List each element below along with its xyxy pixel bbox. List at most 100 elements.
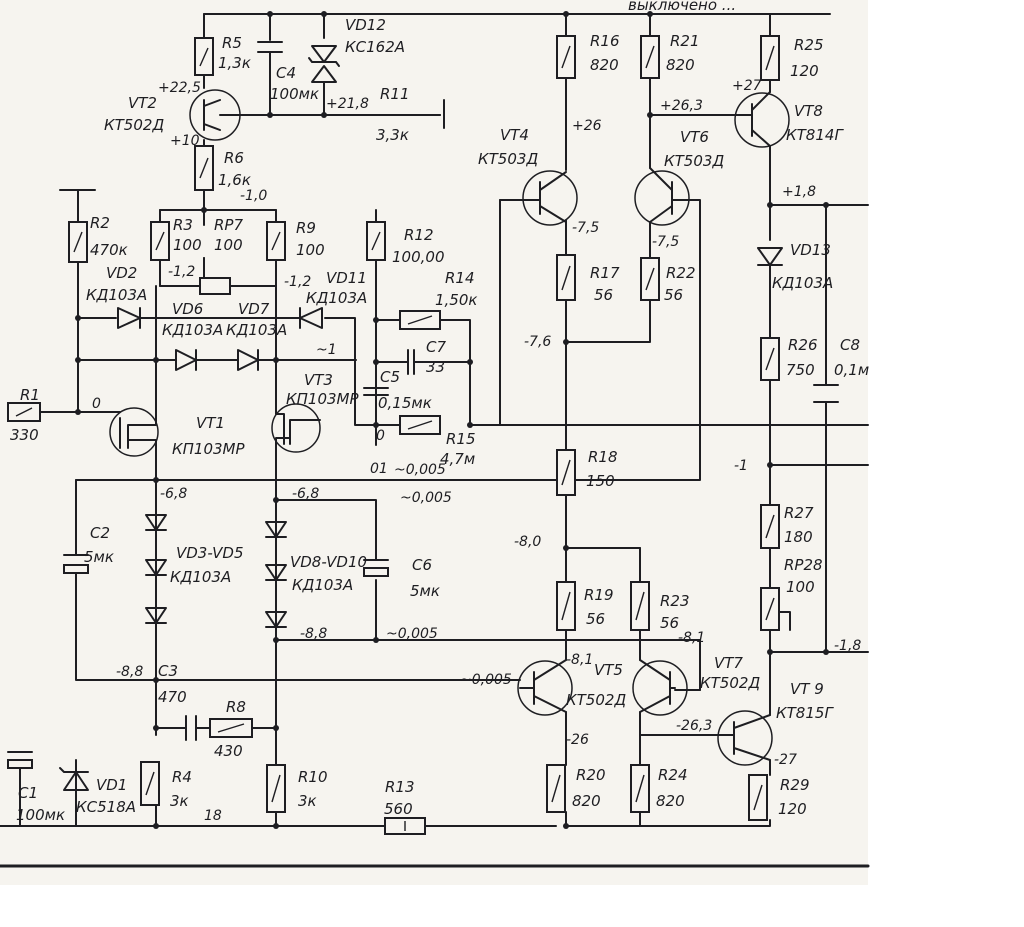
capacitor-c5: [363, 387, 389, 396]
label-c8-ref: C8: [840, 336, 860, 354]
label-vt5-ref: VT5: [594, 661, 623, 679]
volt-218: +21,8: [326, 96, 369, 112]
volt-0005d: ~0,005: [460, 672, 512, 688]
label-c6-val: 5мк: [410, 582, 440, 600]
label-vd8-10-val: КД103А: [292, 576, 353, 594]
label-vt2-val: КТ502Д: [104, 116, 164, 134]
label-c7-val: 33: [426, 358, 445, 376]
label-r16-val: 820: [590, 56, 619, 74]
transistor-vt8: [734, 91, 790, 148]
transistors: [109, 89, 790, 766]
label-r4-ref: R4: [172, 768, 192, 786]
label-r11-ref: R11: [380, 85, 410, 103]
label-vt9-val: КТ815Г: [776, 704, 834, 722]
diode-vd2: [117, 307, 141, 329]
component-labels: R5 1,3к C4 100мк VD12 КС162А R11 3,3к VT…: [10, 16, 869, 824]
volt-27: +27: [732, 78, 762, 94]
label-r6-ref: R6: [224, 149, 244, 167]
resistor-r19: [556, 581, 576, 631]
label-r19-ref: R19: [584, 586, 614, 604]
resistor-r23: [630, 581, 650, 631]
label-r16-ref: R16: [590, 32, 620, 50]
label-vd2-val: КД103А: [86, 286, 147, 304]
label-r24-ref: R24: [658, 766, 688, 784]
label-r23-ref: R23: [660, 592, 690, 610]
volt-01: 01: [370, 461, 388, 477]
label-r27-val: 180: [784, 528, 813, 546]
capacitors: [7, 41, 839, 769]
volt-0: 0: [92, 396, 101, 412]
label-r15-ref: R15: [446, 430, 476, 448]
resistor-r3: [150, 221, 170, 261]
capacitor-c8: [813, 384, 839, 403]
volt-m263: -26,3: [676, 718, 712, 734]
resistor-r24: [630, 764, 650, 813]
label-r20-val: 820: [572, 792, 601, 810]
label-c3-ref: C3: [158, 662, 178, 680]
label-vd13-val: КД103А: [772, 274, 833, 292]
volt-m88a: -8,8: [116, 664, 143, 680]
label-r6-val: 1,6к: [218, 171, 251, 189]
label-r17-val: 56: [594, 286, 613, 304]
volt-0005b: ~0,005: [394, 462, 446, 478]
label-c4-ref: C4: [276, 64, 296, 82]
volt-m75a: -7,5: [572, 220, 599, 236]
wires: [0, 13, 870, 868]
resistor-r8: [209, 718, 253, 738]
capacitor-c3: [185, 715, 197, 741]
volt-m81b: -8,1: [678, 630, 705, 646]
label-vt2-ref: VT2: [128, 94, 157, 112]
label-c2-ref: C2: [90, 524, 110, 542]
label-r5-val: 1,3к: [218, 54, 251, 72]
label-r1-ref: R1: [20, 386, 40, 404]
volt-m88b: -8,8: [300, 626, 327, 642]
resistor-r2: [68, 221, 88, 263]
transistor-vt5: [517, 659, 573, 716]
label-r25-ref: R25: [794, 36, 824, 54]
label-vt1-ref: VT1: [196, 414, 225, 432]
volt-0005c: ~0,005: [386, 626, 438, 642]
volt-1: ~1: [316, 342, 337, 358]
resistor-r17: [556, 254, 576, 301]
diode-vd11: [299, 307, 323, 329]
volt-225: +22,5: [158, 80, 201, 96]
resistor-r10: [266, 764, 286, 813]
label-vd1-ref: VD1: [96, 776, 127, 794]
label-r5-ref: R5: [222, 34, 242, 52]
resistor-r20: [546, 764, 566, 813]
label-vd12-ref: VD12: [345, 16, 386, 34]
capacitor-c4: [257, 41, 283, 65]
label-vt6-ref: VT6: [680, 128, 709, 146]
label-vd7-ref: VD7: [238, 300, 270, 318]
label-vt6-val: КТ503Д: [664, 152, 724, 170]
label-r22-ref: R22: [666, 264, 696, 282]
label-vt1-val: КП103МР: [172, 440, 246, 458]
resistor-r4: [140, 761, 160, 806]
resistor-r25: [760, 35, 780, 81]
trimmer-rp7: [199, 257, 231, 295]
volt-26: +26: [572, 118, 602, 134]
label-r14-ref: R14: [445, 269, 475, 287]
label-vt3-val: КП103МР: [286, 390, 360, 408]
label-r1-val: 330: [10, 426, 39, 444]
label-vd8-10-ref: VD8-VD10: [290, 553, 367, 571]
label-vd3-5-val: КД103А: [170, 568, 231, 586]
label-r3-val: 100: [173, 236, 202, 254]
label-r20-ref: R20: [576, 766, 606, 784]
diode-vd6: [175, 349, 197, 371]
volt-18b: +1,8: [782, 184, 816, 200]
resistor-r9: [266, 221, 286, 261]
resistor-r26: [760, 337, 780, 381]
resistor-r15: [399, 415, 441, 435]
label-rp7-val: 100: [214, 236, 243, 254]
volt-m68a: -6,8: [160, 486, 187, 502]
capacitor-c2: [63, 554, 89, 581]
label-r8-val: 430: [214, 742, 243, 760]
volt-m27: -27: [774, 752, 797, 768]
label-r13-ref: R13: [385, 778, 415, 796]
label-rp28-ref: RP28: [784, 556, 823, 574]
resistor-r14: [399, 310, 441, 330]
label-c8-val: 0,1м: [834, 361, 869, 379]
label-vd7-val: КД103А: [226, 321, 287, 339]
label-r3-ref: R3: [173, 216, 193, 234]
